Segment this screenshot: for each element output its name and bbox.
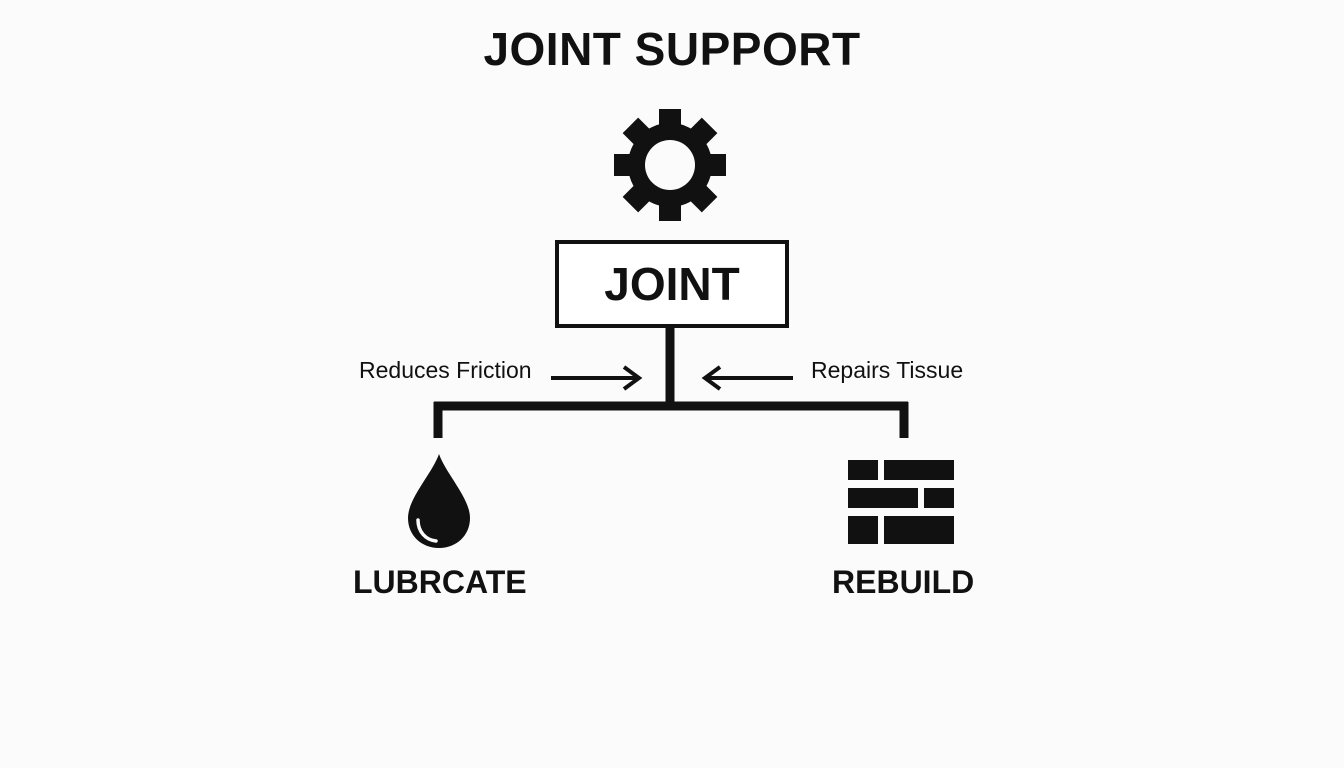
diagram-title: JOINT SUPPORT (483, 23, 861, 75)
arrow-left-icon (701, 365, 793, 391)
annotation-repairs-tissue: Repairs Tissue (811, 357, 964, 383)
brick-wall-icon (848, 460, 954, 544)
annotation-reduces-friction: Reduces Friction (359, 357, 532, 383)
arrow-right-icon (551, 365, 643, 391)
joint-node: JOINT (555, 240, 789, 328)
branch-label-lubricate: LUBRCATE (353, 564, 527, 600)
branch-label-rebuild: REBUILD (832, 564, 975, 600)
joint-node-label: JOINT (604, 258, 740, 310)
droplet-icon (408, 454, 470, 548)
gear-icon (614, 109, 726, 221)
